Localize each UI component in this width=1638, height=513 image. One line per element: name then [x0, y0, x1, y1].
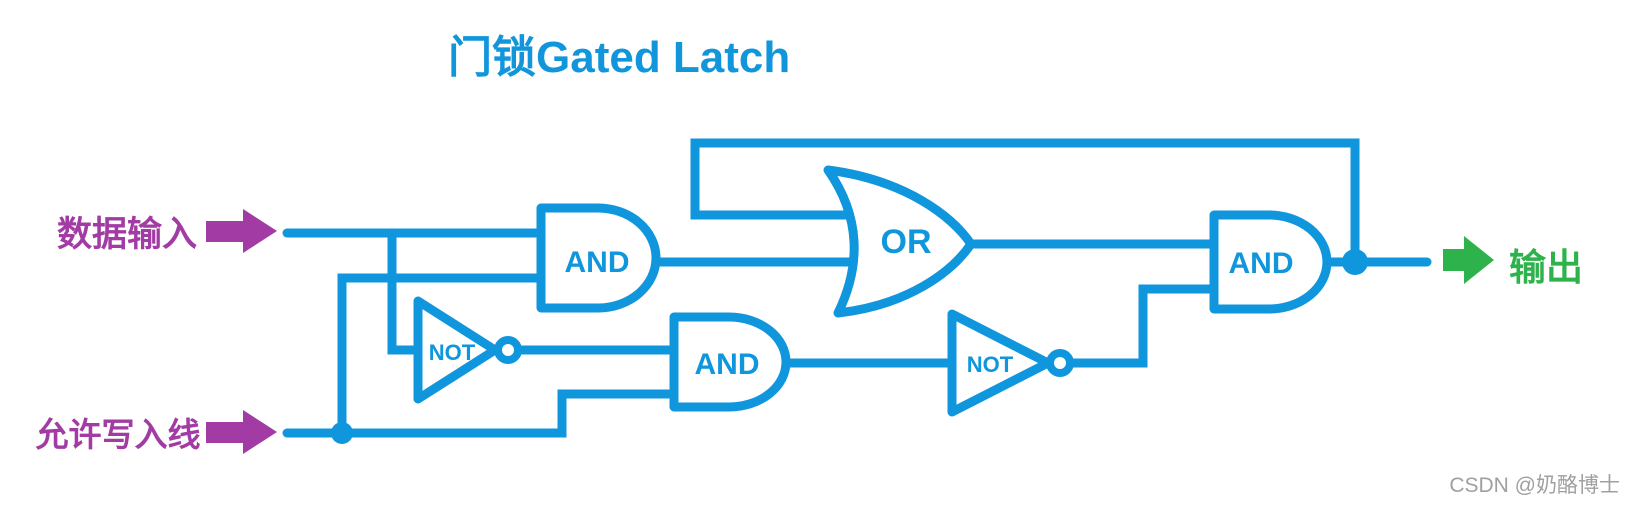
- and-gate-top: [536, 203, 661, 313]
- output-label: 输出: [1509, 247, 1583, 288]
- and-top-label: AND: [565, 246, 630, 279]
- wire-enable-branch-to-and1: [337, 273, 546, 438]
- page-title: 门锁Gated Latch: [448, 33, 790, 82]
- or-gate: [823, 165, 976, 318]
- watermark: CSDN @奶酪博士: [1449, 474, 1620, 497]
- junction-dot-output: [1342, 249, 1368, 275]
- and-middle-label: AND: [695, 348, 760, 381]
- not-gate-right: [947, 309, 1053, 417]
- wire-not2-to-and3: [1066, 284, 1219, 368]
- and-gate-right: [1209, 210, 1332, 314]
- write-enable-label: 允许写入线: [35, 416, 201, 453]
- output-arrow-icon: [1443, 236, 1494, 284]
- and-gate-middle: [669, 312, 791, 412]
- or-label: OR: [881, 223, 932, 261]
- data-input-arrow-icon: [206, 209, 277, 253]
- data-input-label: 数据输入: [57, 215, 197, 254]
- wire-data-branch-to-not1: [387, 228, 423, 355]
- not-right-inverter-bubble: [1046, 349, 1074, 377]
- not-left-inverter-bubble: [494, 336, 522, 364]
- wire-feedback-loop: [690, 138, 1360, 267]
- not-left-label: NOT: [429, 340, 476, 365]
- and-right-label: AND: [1229, 247, 1294, 280]
- write-enable-arrow-icon: [206, 410, 277, 454]
- wire-write-enable: [282, 389, 679, 438]
- not-gate-left: [413, 296, 500, 404]
- not-right-label: NOT: [967, 352, 1014, 377]
- junction-dot-enable: [331, 422, 353, 444]
